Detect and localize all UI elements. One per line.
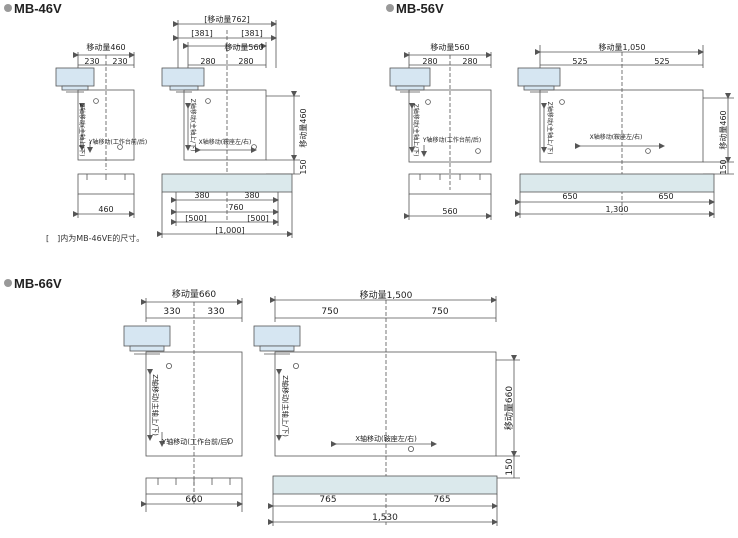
section-title-mb46v: MB-46V	[4, 1, 62, 16]
bullet-icon	[386, 4, 394, 12]
mb66-side-z-axis: Z轴移动(主轴上/下)	[281, 375, 290, 437]
mb66-side-view	[253, 296, 520, 526]
mb56-front-y-axis: Y轴移动(工作台前/后)	[422, 136, 481, 144]
section-title-mb66v: MB-66V	[4, 276, 62, 291]
mb46-front-z-axis: Z轴移动(主轴上/下)	[78, 104, 86, 157]
mb46-side-table-right: 380	[244, 191, 259, 200]
mb56-front-base: 560	[442, 207, 457, 216]
mb46-side-z-travel: 移动量460	[298, 108, 308, 147]
section-title-mb56v: MB-56V	[386, 1, 444, 16]
mb46-front-y-axis: Y轴移动(工作台前/后)	[88, 138, 147, 146]
mb46-side-right: 280	[238, 57, 253, 66]
mb56-side-table-right: 650	[658, 192, 673, 201]
mb56-front-view	[389, 52, 492, 220]
mb66-side-z-travel: 移动量660	[503, 386, 515, 430]
mb66-front-y-axis: Y轴移动(工作台前/后)	[161, 437, 230, 446]
mb46-side-view	[157, 20, 300, 238]
mb66-front-right: 330	[207, 307, 224, 317]
mb46-front-travel: 移动量460	[86, 42, 125, 52]
mb66-front-z-axis: Z轴移动(主轴上/下)	[151, 374, 160, 436]
mb56-front-right: 280	[462, 57, 477, 66]
mb56-side-z-low: 150	[719, 159, 728, 174]
mb56-front-left: 280	[422, 57, 437, 66]
mb56-side-table-left: 650	[562, 192, 577, 201]
mb66-side-right: 750	[431, 307, 448, 317]
mb66-side-z-low: 150	[505, 458, 515, 475]
mb56-side-left: 525	[572, 57, 587, 66]
mb46-side-travel-outer: [移动量762]	[204, 14, 250, 24]
mb66-side-table-left: 765	[319, 495, 336, 505]
mb46-front-right: 230	[112, 57, 127, 66]
dimension-note: [ ]内为MB-46VE的尺寸。	[46, 234, 145, 243]
mb46-side-left: 280	[200, 57, 215, 66]
bullet-icon	[4, 4, 12, 12]
mb66-front-view	[123, 298, 243, 512]
mb46-side-x-axis: X轴移动(鞍座左/右)	[199, 138, 252, 146]
mb46-side-bracket-table-left: [500]	[185, 214, 207, 223]
mb56-side-travel: 移动量1,050	[599, 42, 646, 52]
mb66-side-x-axis: X轴移动(鞍座左/右)	[355, 434, 417, 443]
mb66-front-left: 330	[163, 307, 180, 317]
mb66-side-table-right: 765	[433, 495, 450, 505]
mb56-side-x-axis: X轴移动(鞍座左/右)	[590, 133, 643, 141]
mb46-side-table-total: 760	[228, 203, 243, 212]
mb46-side-z-axis: Z轴移动(主轴上/下)	[189, 99, 197, 152]
mb46-side-bracket-left: [381]	[191, 29, 213, 38]
mb46-side-table-left: 380	[194, 191, 209, 200]
mb56-side-z-travel: 移动量460	[718, 110, 728, 149]
mb46-side-bracket-table-total: [1,000]	[215, 226, 244, 235]
mb66-front-base: 660	[185, 495, 202, 505]
mb46-front-base: 460	[98, 205, 113, 214]
mb56-side-table-total: 1,300	[606, 205, 629, 214]
mb66-side-left: 750	[321, 307, 338, 317]
mb66-front-travel: 移动量660	[172, 288, 216, 300]
mb46-side-bracket-table-right: [500]	[247, 214, 269, 223]
mb56-side-z-axis: Z轴移动(主轴上/下)	[546, 102, 554, 155]
mb56-front-travel: 移动量560	[430, 42, 469, 52]
mb46-side-bracket-right: [381]	[241, 29, 263, 38]
mb46-front-view	[55, 52, 135, 218]
mb66-side-table-total: 1,530	[372, 513, 398, 523]
mb66-side-travel: 移动量1,500	[360, 289, 413, 301]
mb56-side-right: 525	[654, 57, 669, 66]
mb46-side-travel: 移动量560	[224, 42, 263, 52]
mb46-side-z-low: 150	[299, 159, 308, 174]
mb56-front-z-axis: Z轴移动(主轴上/下)	[412, 104, 420, 157]
mb56-side-view	[515, 45, 734, 218]
mb46-front-left: 230	[84, 57, 99, 66]
bullet-icon	[4, 279, 12, 287]
